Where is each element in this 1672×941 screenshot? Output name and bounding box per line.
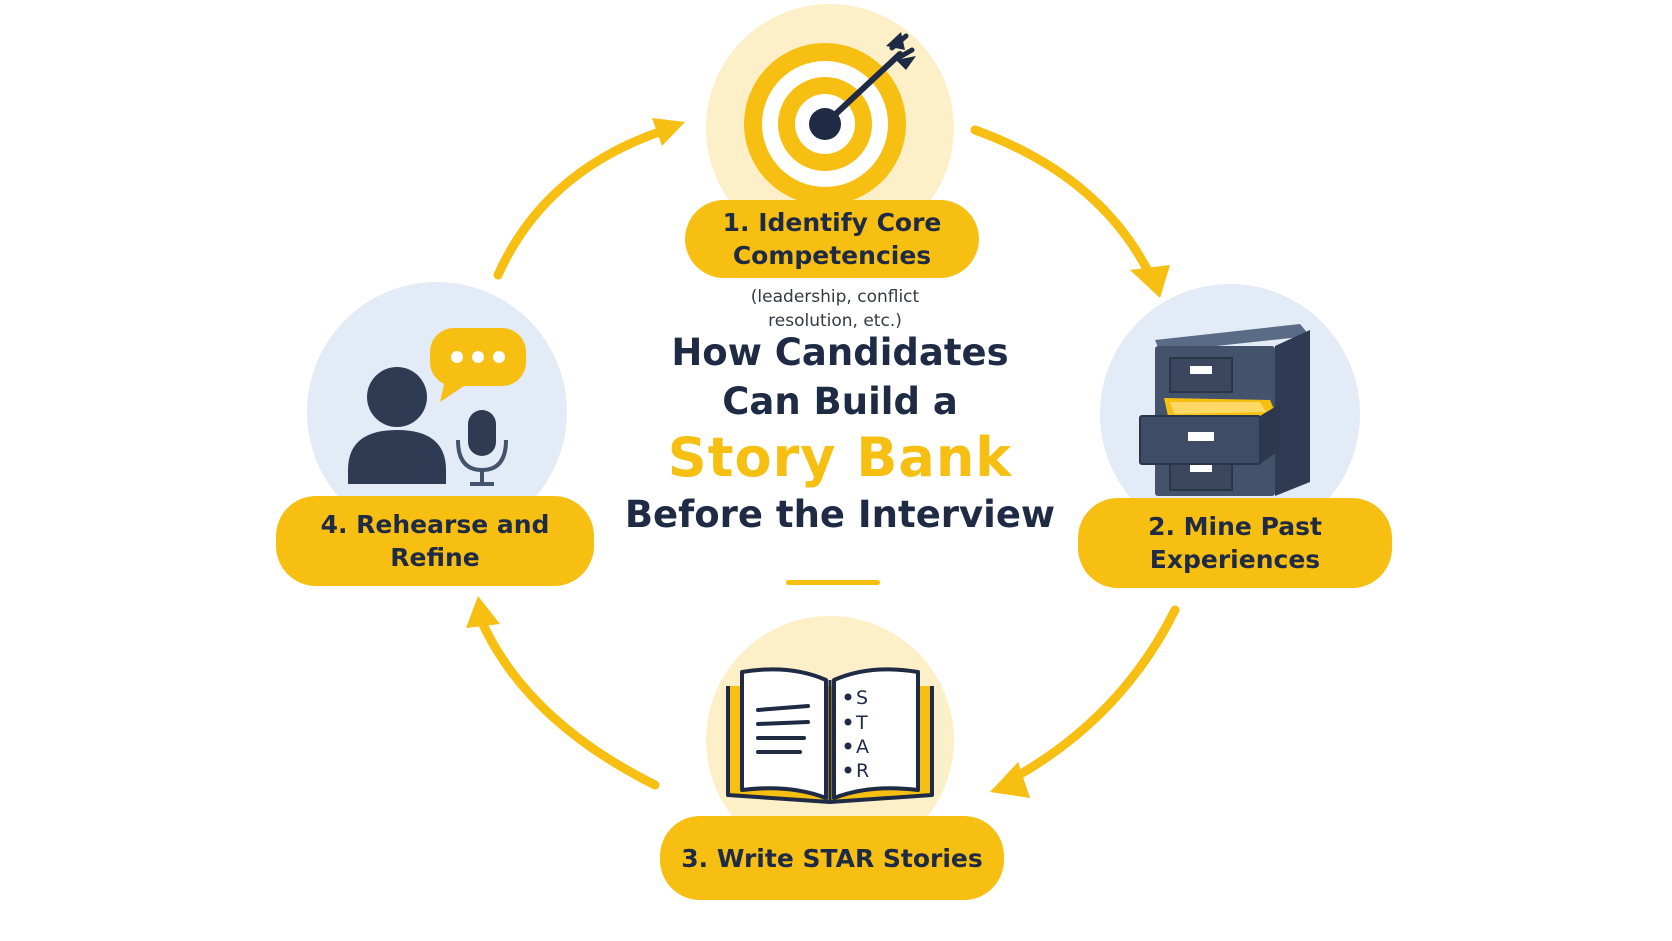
title-highlight: Story Bank	[667, 426, 1013, 489]
step-2-title-line2: Experiences	[1149, 545, 1321, 574]
arrow-2-to-3-head	[990, 762, 1030, 798]
title-line2: Can Build a	[722, 380, 958, 423]
book-letter-a: A	[856, 736, 869, 758]
step-1-label: 1. Identify Core Competencies	[685, 200, 979, 278]
speech-bubble-icon	[430, 328, 526, 402]
microphone-icon	[456, 410, 508, 486]
arrow-3-to-4-head	[466, 596, 500, 628]
filing-cabinet-icon	[1139, 324, 1310, 496]
open-book-icon: S T A R	[726, 667, 934, 804]
book-letter-r: R	[856, 760, 869, 782]
title-line1: How Candidates	[671, 331, 1009, 374]
title-underline	[786, 580, 880, 585]
step-4-title-line1: 4. Rehearse and	[320, 510, 550, 539]
person-icon	[348, 367, 446, 484]
arrow-1-to-2-head	[1130, 265, 1170, 298]
step-1-title-line1: 1. Identify Core	[722, 208, 942, 237]
step-4-label: 4. Rehearse and Refine	[276, 496, 594, 586]
arrow-4-to-1	[493, 125, 670, 280]
arrow-2-to-3	[1005, 605, 1180, 785]
arrow-1-to-2	[970, 125, 1155, 280]
step-3-title-line1: 3. Write STAR Stories	[681, 843, 983, 873]
arrow-4-to-1-head	[652, 118, 685, 146]
step-1-note-line1: (leadership, conflict	[750, 287, 920, 307]
cycle-arrows	[466, 118, 1180, 798]
step-3-label: 3. Write STAR Stories	[660, 816, 1004, 900]
diagram-title: How Candidates Can Build a Story Bank Be…	[580, 328, 1100, 539]
step-2-title-line1: 2. Mine Past	[1148, 512, 1322, 541]
target-icon	[744, 32, 916, 205]
step-1-note-line2: resolution, etc.)	[768, 311, 902, 331]
step-1-note: (leadership, conflict resolution, etc.)	[700, 285, 970, 333]
title-line3: Before the Interview	[624, 493, 1056, 536]
book-letter-s: S	[856, 687, 868, 709]
step-2-label: 2. Mine Past Experiences	[1078, 498, 1392, 588]
book-letter-t: T	[855, 712, 868, 734]
step-1-title-line2: Competencies	[732, 241, 932, 270]
arrow-3-to-4	[475, 613, 660, 790]
person-speaking-icon	[348, 328, 526, 486]
step-4-title-line2: Refine	[390, 543, 480, 572]
